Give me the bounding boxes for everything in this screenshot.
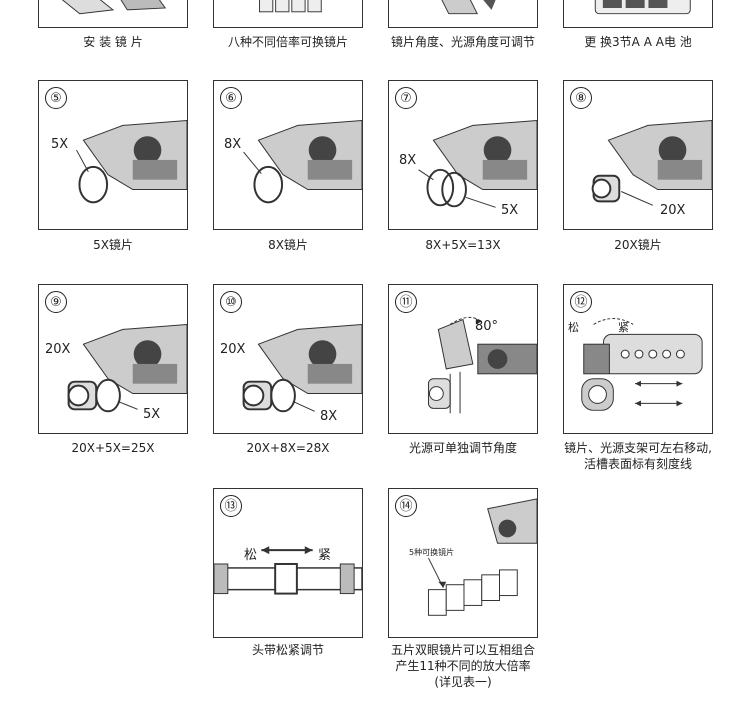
panel-5: ⑤ 5X [38, 80, 188, 230]
step-number: ⑭ [395, 495, 417, 517]
lens-set-illustration [427, 498, 537, 616]
lens-types-illustration [259, 0, 322, 13]
caption-13x: 8X+5X=13X [425, 238, 501, 252]
panel-7: ⑦ 8X 5X [388, 80, 538, 230]
battery-illustration [594, 0, 691, 15]
install-lens-illustration [61, 0, 167, 15]
headset-5x-illustration [76, 119, 187, 204]
headset-28x-illustration [242, 323, 362, 413]
label-5x: 5X [501, 203, 519, 218]
label-20x: 20X [220, 342, 246, 357]
panel-12: ⑫ 松 紧 [563, 284, 713, 434]
bracket-slide-illustration [581, 318, 703, 411]
panel-angle-adjust [388, 0, 538, 28]
caption-install-lens: 安 装 镜 片 [83, 35, 143, 49]
label-20x: 20X [660, 203, 686, 218]
step-number: ⑧ [570, 87, 592, 109]
label-tight: 紧 [318, 548, 332, 563]
step-number: ⑨ [45, 291, 67, 313]
caption-8x: 8X镜片 [268, 238, 308, 252]
headset-20x-illustration [591, 119, 712, 206]
caption-25x: 20X+5X=25X [71, 441, 155, 455]
caption-lens-set: 五片双眼镜片可以互相组合 产生11种不同的放大倍率 (详见表一) [380, 642, 546, 690]
label-5x: 5X [143, 407, 161, 422]
caption-28x: 20X+8X=28X [246, 441, 330, 455]
light-angle-illustration [427, 316, 537, 414]
caption-battery: 更 换3节A A A电 池 [584, 35, 692, 49]
caption-line: 镜片、光源支架可左右移动, [564, 441, 712, 455]
panel-8: ⑧ 20X [563, 80, 713, 230]
headset-8x-illustration [243, 119, 362, 204]
panel-11: ⑪ 80° [388, 284, 538, 434]
label-80-degree: 80° [475, 319, 499, 334]
label-5x: 5X [51, 137, 69, 152]
step-number: ⑩ [220, 291, 242, 313]
panel-battery [563, 0, 713, 28]
step-number: ⑦ [395, 87, 417, 109]
caption-20x: 20X镜片 [614, 238, 662, 252]
panel-13: ⑬ 松 紧 [213, 488, 363, 638]
caption-angle-adjust: 镜片角度、光源角度可调节 [390, 35, 535, 49]
headband-illustration [214, 546, 362, 595]
label-8x: 8X [320, 409, 338, 424]
caption-line: 活槽表面标有刻度线 [583, 457, 692, 471]
panel-lens-types [213, 0, 363, 28]
caption-line: (详见表一) [434, 675, 492, 689]
step-number: ⑬ [220, 495, 242, 517]
label-8x: 8X [399, 153, 417, 168]
panel-install-lens [38, 0, 188, 28]
caption-lens-types: 八种不同倍率可换镜片 [227, 35, 348, 49]
caption-5x: 5X镜片 [93, 238, 133, 252]
step-number: ⑪ [395, 291, 417, 313]
label-loose: 松 [244, 548, 258, 563]
panel-14: ⑭ 5种可换镜片 [388, 488, 538, 638]
caption-bracket-slide: 镜片、光源支架可左右移动, 活槽表面标有刻度线 [556, 440, 720, 472]
headset-25x-illustration [67, 323, 187, 413]
label-five-lenses: 5种可换镜片 [409, 548, 455, 557]
caption-headband: 头带松紧调节 [251, 643, 324, 657]
label-loose: 松 [568, 321, 579, 334]
caption-line: 产生11种不同的放大倍率 [395, 659, 531, 673]
panel-9: ⑨ 20X 5X [38, 284, 188, 434]
label-tight: 紧 [618, 321, 629, 334]
angle-adjust-illustration [441, 0, 496, 15]
step-number: ⑤ [45, 87, 67, 109]
panel-6: ⑥ 8X [213, 80, 363, 230]
panel-10: ⑩ 20X 8X [213, 284, 363, 434]
step-number: ⑥ [220, 87, 242, 109]
step-number: ⑫ [570, 291, 592, 313]
label-8x: 8X [224, 137, 242, 152]
headset-13x-illustration [418, 119, 537, 208]
caption-light-angle: 光源可单独调节角度 [408, 441, 517, 455]
label-20x: 20X [45, 342, 71, 357]
caption-line: 五片双眼镜片可以互相组合 [390, 643, 535, 657]
